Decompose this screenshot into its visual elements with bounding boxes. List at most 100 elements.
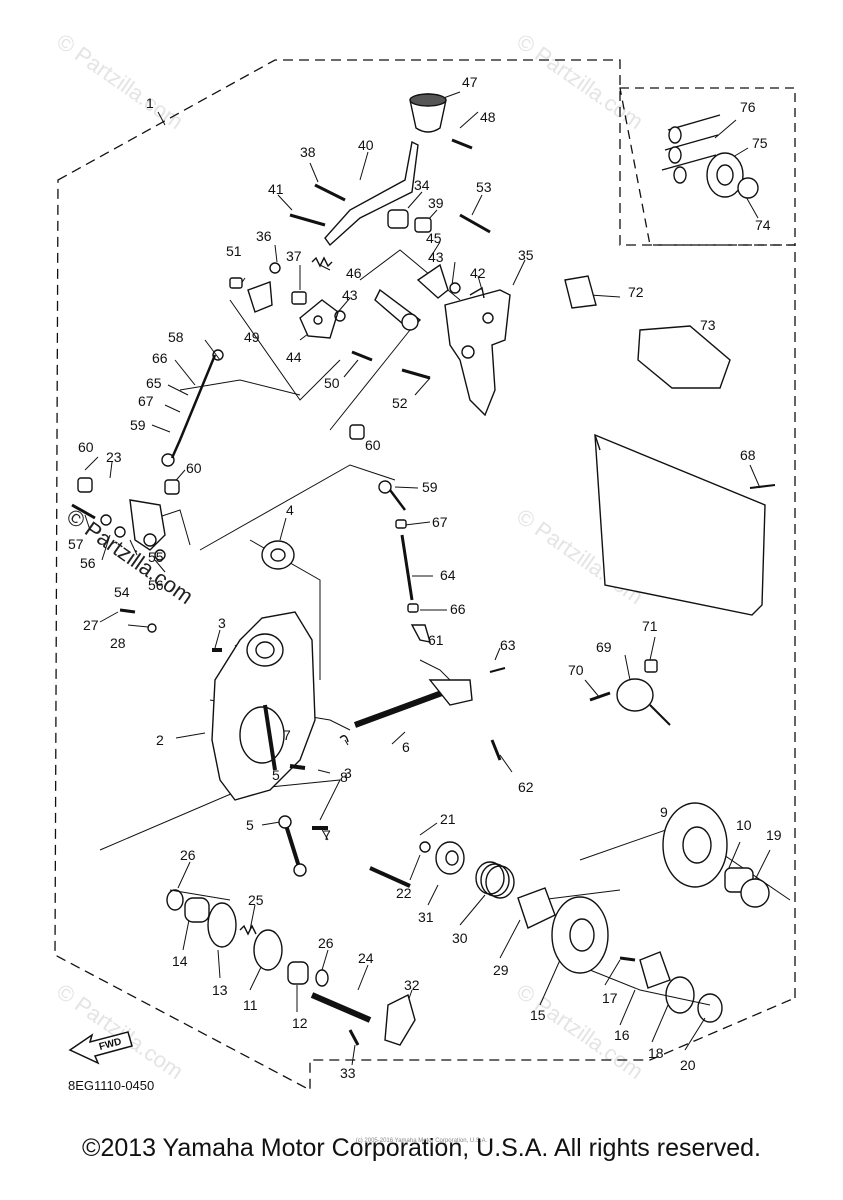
switch-part [616, 678, 654, 712]
callout-label-37: 37 [286, 248, 302, 264]
callout-label-68: 68 [740, 447, 756, 463]
callout-label-50: 50 [324, 375, 340, 391]
diagram-code: 8EG1110-0450 [68, 1078, 155, 1093]
callout-label-28: 28 [110, 635, 126, 651]
watermark: © Partzilla.com [52, 979, 188, 1085]
callout-label-27: 27 [83, 617, 99, 633]
plate-part [299, 299, 339, 339]
callout-labels: 1233455677891011121314151617181920212223… [68, 74, 782, 1081]
callout-label-51: 51 [226, 243, 242, 259]
callout-label-43a: 43 [342, 287, 358, 303]
callout-label-43b: 43 [428, 249, 444, 265]
callout-label-15: 15 [530, 1007, 546, 1023]
callout-label-55: 55 [148, 549, 164, 565]
parts-layer [71, 93, 776, 1046]
callout-label-59a: 59 [130, 417, 146, 433]
callout-label-72: 72 [628, 284, 644, 300]
drive-disc-part [551, 896, 609, 974]
callout-label-30: 30 [452, 930, 468, 946]
callout-label-40: 40 [358, 137, 374, 153]
assembly-boundary [54, 59, 796, 1092]
callout-label-54: 54 [114, 584, 130, 600]
callout-label-60a: 60 [78, 439, 94, 455]
callout-label-59b: 59 [422, 479, 438, 495]
callout-label-73: 73 [700, 317, 716, 333]
callout-label-76: 76 [740, 99, 756, 115]
callout-label-26a: 26 [180, 847, 196, 863]
callout-label-3a: 3 [218, 615, 226, 631]
callout-label-6: 6 [402, 739, 410, 755]
callout-label-8: 8 [340, 769, 348, 785]
callout-label-25: 25 [248, 892, 264, 908]
callout-label-7b: 7 [323, 827, 331, 843]
callout-label-71: 71 [642, 618, 658, 634]
callout-label-41: 41 [268, 181, 284, 197]
callout-label-26b: 26 [318, 935, 334, 951]
callout-label-42: 42 [470, 265, 486, 281]
bearing-part [261, 540, 295, 570]
callout-label-66b: 66 [450, 601, 466, 617]
callout-label-7a: 7 [283, 727, 291, 743]
callout-label-14: 14 [172, 953, 188, 969]
callout-label-47: 47 [462, 74, 478, 90]
callout-label-64: 64 [440, 567, 456, 583]
callout-label-52: 52 [392, 395, 408, 411]
callout-label-9: 9 [660, 804, 668, 820]
callout-label-20: 20 [680, 1057, 696, 1073]
watermark: © Partzilla.com [512, 29, 648, 135]
large-gear-part [662, 802, 728, 888]
callout-label-74: 74 [755, 217, 771, 233]
callout-label-61: 61 [428, 632, 444, 648]
callout-label-36: 36 [256, 228, 272, 244]
callout-label-34: 34 [414, 177, 430, 193]
callout-label-69: 69 [596, 639, 612, 655]
callout-label-24: 24 [358, 950, 374, 966]
skirt-panel-part [594, 433, 766, 616]
callout-label-31: 31 [418, 909, 434, 925]
callout-label-29: 29 [493, 962, 509, 978]
callout-label-46: 46 [346, 265, 362, 281]
callout-label-13: 13 [212, 982, 228, 998]
callout-label-56b: 56 [148, 577, 164, 593]
callout-label-67a: 67 [138, 393, 154, 409]
callout-label-23: 23 [106, 449, 122, 465]
main-dashed-outline [54, 59, 796, 1092]
callout-label-5b: 5 [246, 817, 254, 833]
callout-label-18: 18 [648, 1045, 664, 1061]
spring-part [475, 861, 515, 899]
callout-label-5a: 5 [272, 767, 280, 783]
leader-lines [84, 91, 791, 1066]
callout-label-58: 58 [168, 329, 184, 345]
callout-label-67b: 67 [432, 514, 448, 530]
callout-label-12: 12 [292, 1015, 308, 1031]
watermark: © Partzilla.com [52, 29, 188, 135]
callout-label-44: 44 [286, 349, 302, 365]
bracket-plate-part [444, 289, 511, 417]
callout-label-56a: 56 [80, 555, 96, 571]
callout-label-19: 19 [766, 827, 782, 843]
callout-label-3b: 3 [344, 765, 352, 781]
callout-label-65: 65 [146, 375, 162, 391]
callout-label-48: 48 [480, 109, 496, 125]
small-sprocket-part [706, 152, 744, 198]
callout-label-75: 75 [752, 135, 768, 151]
callout-label-22: 22 [396, 885, 412, 901]
callout-label-66a: 66 [152, 350, 168, 366]
callout-label-16: 16 [614, 1027, 630, 1043]
callout-label-32: 32 [404, 977, 420, 993]
callout-label-70: 70 [568, 662, 584, 678]
copyright-footer: ©2013 Yamaha Motor Corporation, U.S.A. A… [82, 1134, 761, 1162]
callout-label-53: 53 [476, 179, 492, 195]
callout-label-10: 10 [736, 817, 752, 833]
sprocket-dashed-outline [619, 87, 796, 246]
callout-label-33: 33 [340, 1065, 356, 1081]
callout-label-2: 2 [156, 732, 164, 748]
callout-label-17: 17 [602, 990, 618, 1006]
callout-label-45: 45 [426, 230, 442, 246]
callout-label-35: 35 [518, 247, 534, 263]
callout-label-38: 38 [300, 144, 316, 160]
callout-label-57: 57 [68, 536, 84, 552]
callout-label-4: 4 [286, 502, 294, 518]
callout-label-62: 62 [518, 779, 534, 795]
